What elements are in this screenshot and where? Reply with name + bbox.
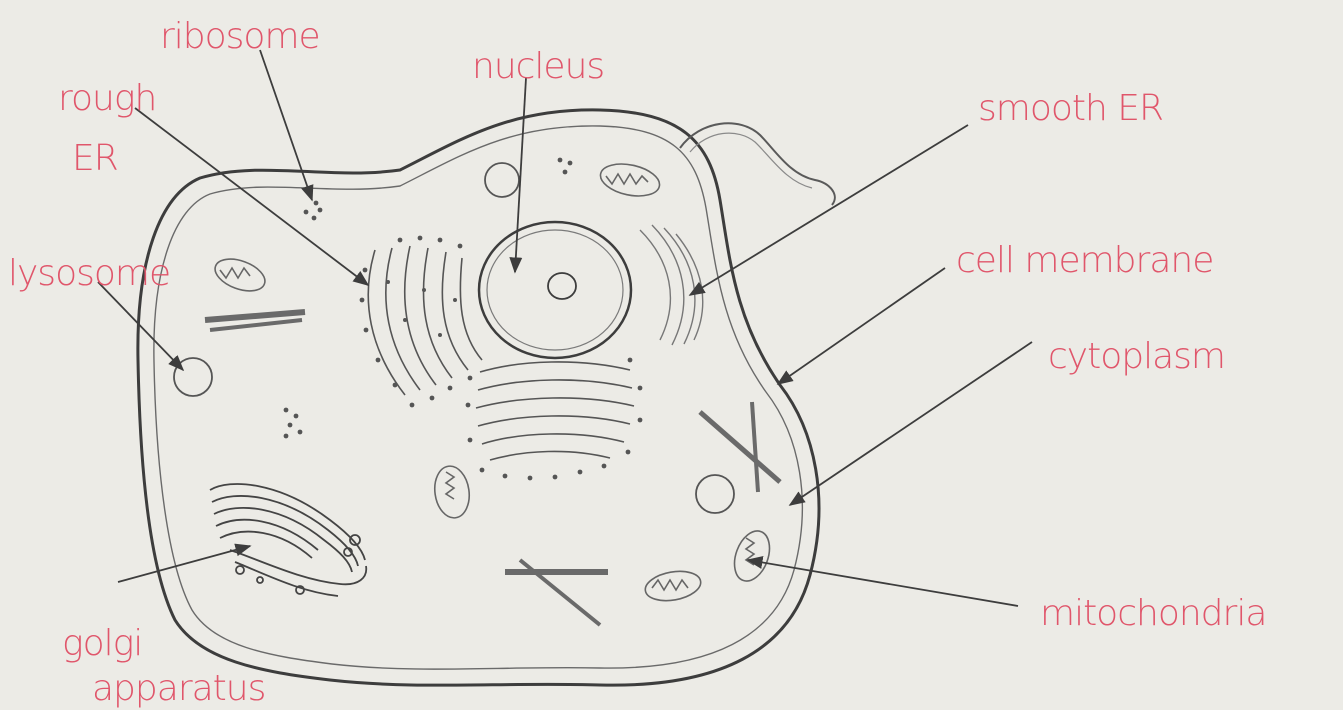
label-golgi-line2: apparatus (92, 668, 265, 709)
label-smooth-er: smooth ER (978, 88, 1163, 129)
label-nucleus: nucleus (472, 46, 604, 87)
label-rough-er-line2: ER (72, 138, 118, 179)
label-mitochondria: mitochondria (1040, 593, 1266, 634)
label-cell-membrane: cell membrane (956, 240, 1213, 281)
label-lysosome: lysosome (8, 253, 170, 294)
label-cytoplasm: cytoplasm (1048, 336, 1225, 377)
label-rough-er-line1: rough (58, 78, 156, 119)
label-ribosome: ribosome (160, 16, 320, 57)
label-golgi-line1: golgi (62, 623, 142, 664)
